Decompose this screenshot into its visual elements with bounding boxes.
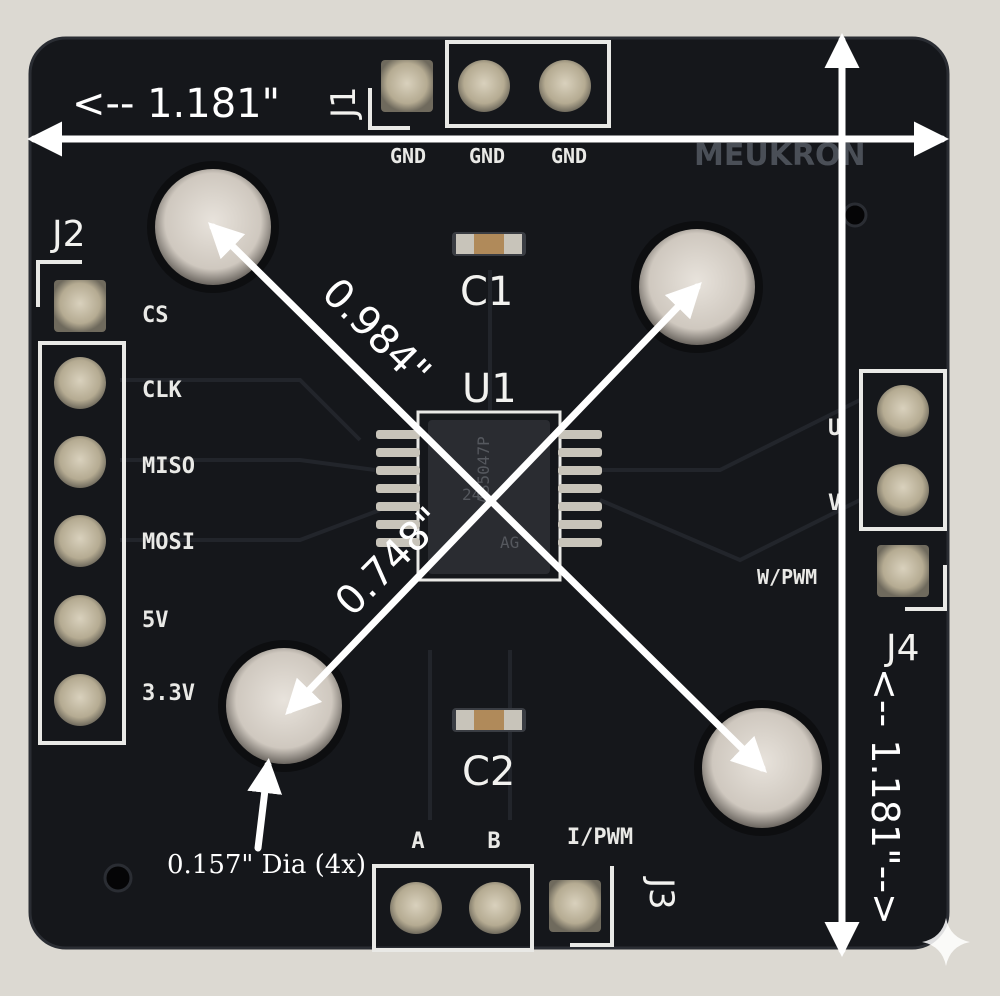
- j1-ref: J1: [324, 86, 364, 120]
- j2-ref: J2: [50, 214, 86, 255]
- j1-pad: [458, 60, 510, 112]
- j1-label: GND: [551, 144, 587, 168]
- dimension-annotations: [27, 33, 949, 957]
- u1-ref: U1: [462, 366, 517, 412]
- sparkle-icon: [922, 918, 970, 966]
- j2-label: 3.3V: [142, 681, 195, 706]
- j1-label: GND: [469, 144, 505, 168]
- j2-pad-square: [54, 280, 106, 332]
- diagonal-short-arrow: [285, 281, 702, 716]
- j2-pad: [54, 515, 106, 567]
- j2-label: MISO: [142, 454, 195, 479]
- j3-ref: J3: [641, 876, 681, 910]
- j2-header: J2 CS CLK MISO MOSI 5V 3.3V: [36, 214, 195, 745]
- j3-header: A B I/PWM J3: [372, 825, 681, 952]
- c2-capacitor: C2: [452, 708, 526, 795]
- j3-label: A: [411, 829, 424, 854]
- hole-callout-arrow: [247, 758, 283, 852]
- j3-label: I/PWM: [567, 825, 633, 850]
- j2-pad: [54, 674, 106, 726]
- j4-pad: [877, 464, 929, 516]
- j1-pad-square: [381, 60, 433, 112]
- j4-pad-square: [877, 545, 929, 597]
- mounting-hole: [226, 648, 342, 764]
- j2-label: CS: [142, 303, 169, 328]
- height-dimension-label: <-- 1.181"-->: [863, 668, 907, 925]
- j3-label: B: [487, 829, 500, 854]
- j3-pad: [469, 882, 521, 934]
- j2-label: 5V: [142, 608, 169, 633]
- c1-ref: C1: [460, 269, 513, 315]
- j2-pad: [54, 357, 106, 409]
- j2-pad: [54, 436, 106, 488]
- c2-ref: C2: [462, 749, 515, 795]
- j3-pad: [390, 882, 442, 934]
- via: [842, 202, 868, 228]
- j4-label: W/PWM: [757, 565, 817, 589]
- j4-header: U V W/PWM J4: [757, 369, 947, 669]
- j2-pad: [54, 595, 106, 647]
- j4-ref: J4: [884, 628, 920, 669]
- via: [103, 863, 133, 893]
- j3-pad-square: [549, 880, 601, 932]
- chip-marking: AG: [500, 533, 519, 552]
- width-dimension-label: <-- 1.181": [72, 81, 280, 127]
- j2-label: CLK: [142, 378, 182, 403]
- j4-pad: [877, 385, 929, 437]
- j1-pad: [539, 60, 591, 112]
- j1-label: GND: [390, 144, 426, 168]
- hole-diameter-label: 0.157" Dia (4x): [167, 850, 366, 880]
- j2-label: MOSI: [142, 530, 195, 555]
